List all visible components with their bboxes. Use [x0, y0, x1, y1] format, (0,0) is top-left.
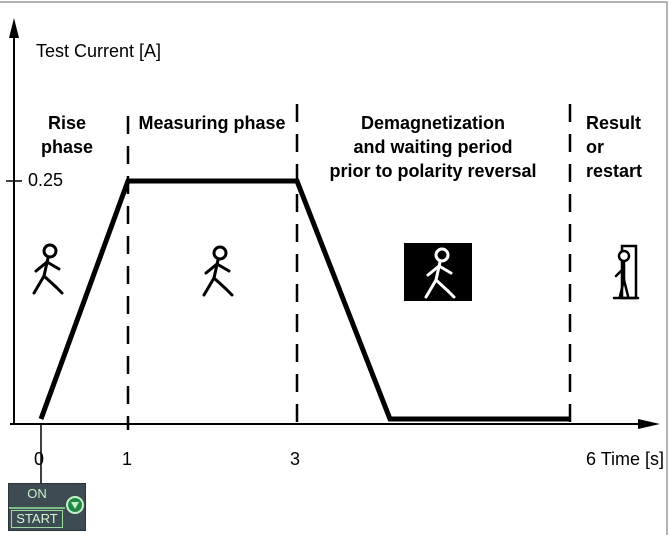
walking-person-inverted-icon — [404, 243, 472, 301]
phase-label-rise-line-2: phase — [40, 137, 94, 157]
chevron-down-icon — [66, 496, 84, 514]
x-axis-label-time: 6 Time [s] — [586, 449, 664, 470]
phase-label-rise: Rise phase — [30, 111, 104, 159]
phase-label-demag-line-3: prior to polarity reversal — [329, 161, 537, 181]
on-start-button[interactable]: ON START — [8, 483, 86, 531]
walking-person-icon — [32, 243, 64, 295]
x-tick-label-6: 6 — [586, 449, 597, 469]
walking-person-icon — [202, 245, 234, 297]
x-axis-label: Time [s] — [600, 449, 665, 469]
x-tick-label-1: 1 — [122, 449, 133, 469]
phase-label-result-line-3: restart — [586, 161, 643, 181]
y-axis-label: Test Current [A] — [36, 41, 162, 61]
phase-label-measuring: Measuring phase — [130, 111, 294, 135]
button-divider — [9, 507, 65, 509]
phase-label-demag-line-1: Demagnetization — [360, 113, 506, 133]
x-tick-label-0: 0 — [34, 449, 45, 469]
phase-label-demagnetization: Demagnetization and waiting period prior… — [318, 111, 548, 183]
on-label: ON — [27, 486, 47, 501]
x-tick-label-3: 3 — [290, 449, 301, 469]
standing-person-icon — [612, 244, 640, 300]
phase-label-rise-line-1: Rise — [47, 113, 87, 133]
phase-label-measuring-line-1: Measuring phase — [138, 113, 286, 133]
x-axis-arrow — [638, 419, 660, 429]
phase-label-result-line-2: or — [586, 137, 604, 157]
start-label: START — [11, 510, 63, 528]
phase-label-result: Result or restart — [586, 111, 656, 183]
phase-label-result-line-1: Result — [586, 113, 642, 133]
test-current-line — [38, 178, 570, 422]
y-tick-label-0-25: 0.25 — [28, 170, 64, 190]
phase-label-demag-line-2: and waiting period — [353, 137, 513, 157]
y-axis-arrow — [9, 18, 19, 38]
